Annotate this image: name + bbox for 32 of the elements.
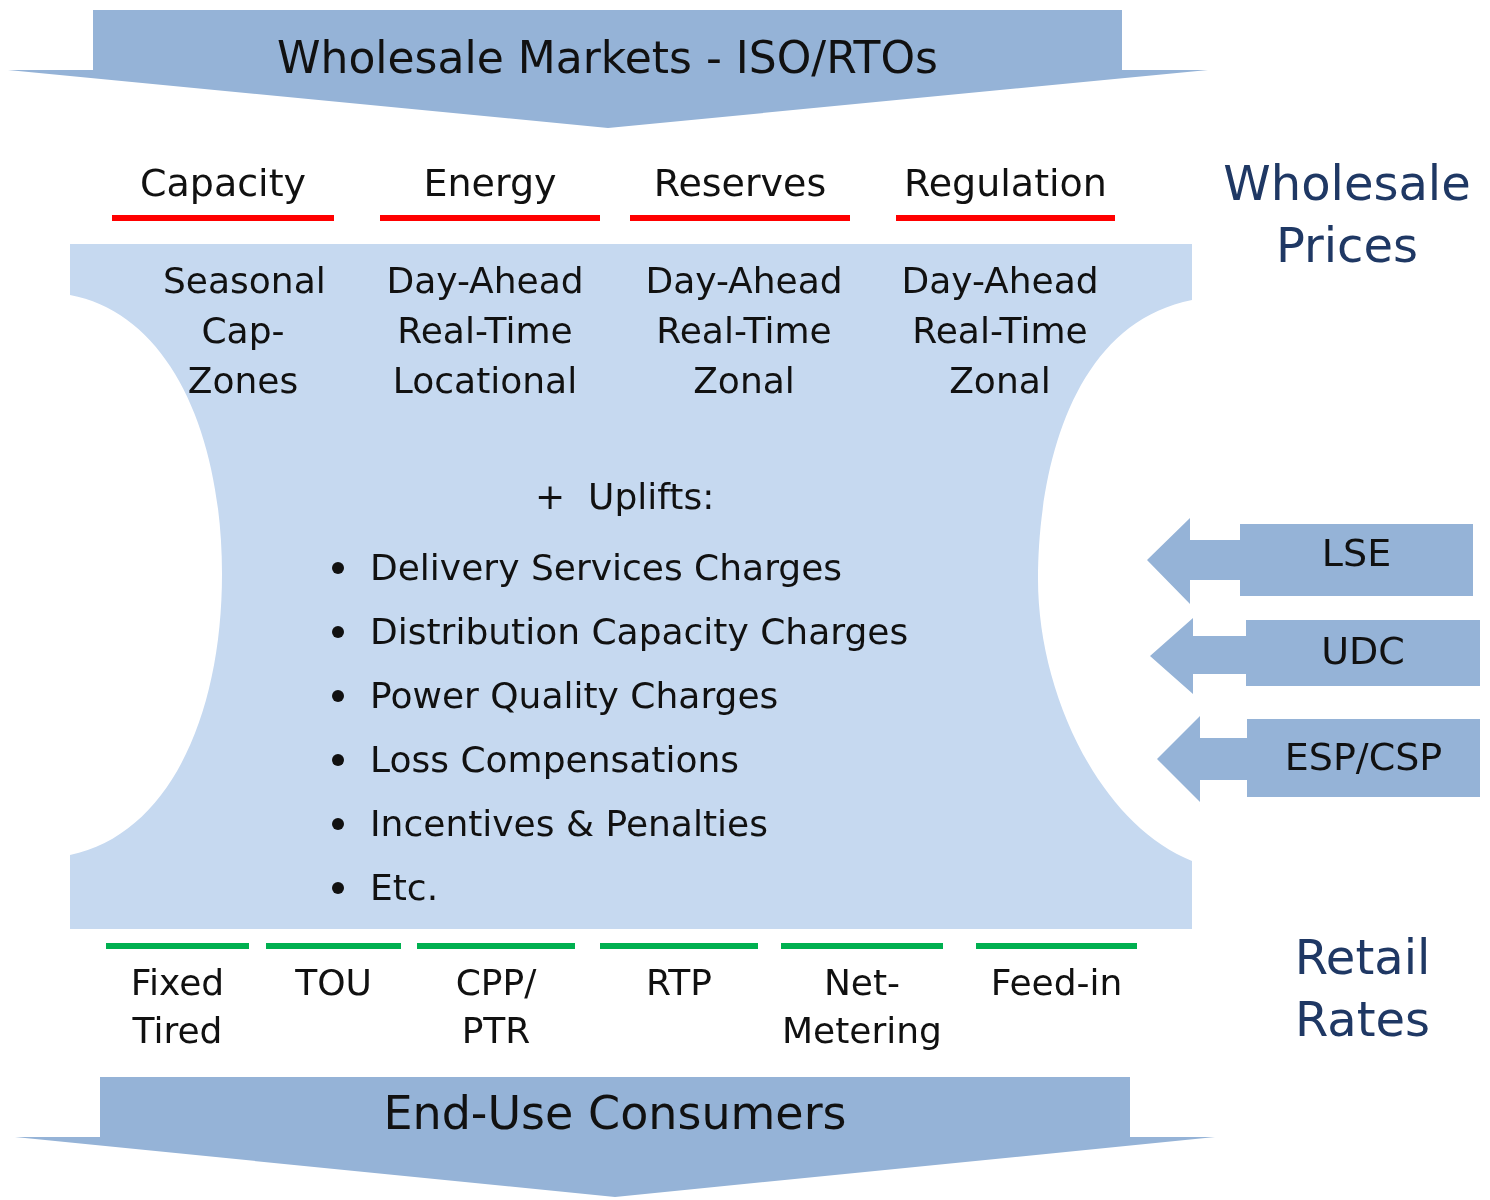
section-label: Retail Rates bbox=[1293, 928, 1432, 1049]
node-title: UDC bbox=[1320, 628, 1406, 675]
list-item: Power Quality Charges bbox=[370, 675, 779, 716]
price-type-text: Day-Ahead Real-Time Zonal bbox=[900, 259, 1100, 403]
list-item: Distribution Capacity Charges bbox=[370, 611, 909, 652]
list-item: Delivery Services Charges bbox=[370, 547, 843, 588]
price-type-text: Day-Ahead Real-Time Locational bbox=[385, 259, 585, 403]
column-heading: Energy bbox=[380, 158, 600, 221]
rate-name: CPP/ PTR bbox=[417, 943, 575, 1055]
list-item: Incentives & Penalties bbox=[370, 803, 768, 844]
uplifts-heading: + Uplifts: bbox=[535, 476, 715, 517]
list-item: Etc. bbox=[370, 867, 439, 908]
rate-name: Feed-in bbox=[976, 943, 1137, 1007]
node-title: LSE bbox=[1320, 530, 1393, 577]
left-arrow-box bbox=[1157, 716, 1480, 802]
node-title: End-Use Consumers bbox=[382, 1085, 848, 1142]
left-arrow-box bbox=[1150, 616, 1480, 696]
node-title: ESP/CSP bbox=[1283, 734, 1444, 781]
price-type-text: Day-Ahead Real-Time Zonal bbox=[644, 259, 844, 403]
rate-name: Fixed Tired bbox=[106, 943, 249, 1055]
rate-name: RTP bbox=[600, 943, 758, 1007]
price-type-text: Seasonal Cap- Zones bbox=[163, 259, 323, 403]
price-panel bbox=[70, 244, 1192, 929]
column-heading: Capacity bbox=[112, 158, 334, 221]
column-heading: Reserves bbox=[630, 158, 850, 221]
left-arrow-box bbox=[1147, 518, 1473, 604]
list-item: Loss Compensations bbox=[370, 739, 739, 780]
rate-name: TOU bbox=[266, 943, 401, 1007]
section-label: Wholesale Prices bbox=[1222, 154, 1472, 275]
rate-name: Net- Metering bbox=[781, 943, 943, 1055]
column-heading: Regulation bbox=[896, 158, 1115, 221]
node-title: Wholesale Markets - ISO/RTOs bbox=[276, 31, 939, 85]
